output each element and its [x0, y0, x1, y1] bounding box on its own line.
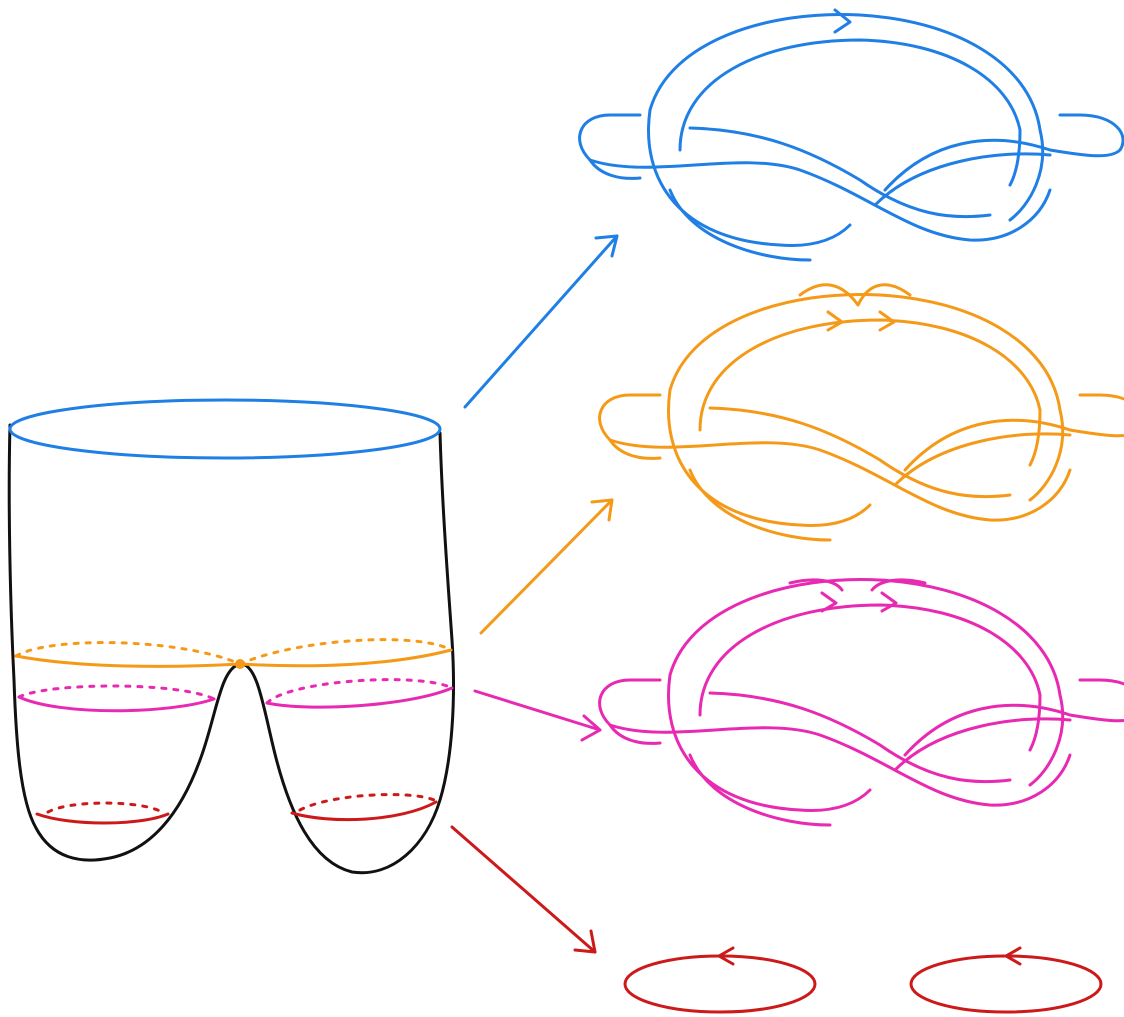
orange-orientation-arrow-left — [826, 310, 844, 332]
red-level-left-front — [35, 812, 170, 825]
magenta-split-right — [870, 578, 927, 592]
red-unknot-left — [623, 954, 817, 1014]
magenta-level-left-front — [17, 695, 216, 713]
blue-orientation-arrow — [833, 8, 852, 34]
orange-arrow — [479, 498, 614, 635]
red-unknot-right — [909, 954, 1103, 1014]
orange-knot — [598, 283, 1124, 542]
red-unknot-left-arrow — [717, 946, 735, 966]
top-boundary-circle — [8, 398, 442, 460]
magenta-level-right-back — [265, 678, 454, 705]
red-level-right-back — [298, 793, 436, 812]
blue-arrow — [463, 234, 619, 409]
level-arrows — [450, 234, 619, 954]
orange-singular-point — [235, 659, 245, 669]
magenta-level-right-front — [265, 686, 454, 709]
magenta-level-left-back — [17, 684, 216, 701]
orange-orientation-arrow-right — [878, 310, 896, 332]
magenta-orientation-arrow-right — [880, 591, 898, 613]
red-level-right-front — [290, 800, 438, 822]
magenta-orientation-arrow-left — [820, 591, 838, 613]
cobordism-surface — [7, 398, 455, 875]
magenta-split-left — [788, 578, 844, 592]
orange-level-front — [14, 648, 453, 668]
red-level-left-back — [46, 801, 164, 814]
red-arrow — [450, 825, 597, 954]
blue-knot — [578, 8, 1124, 262]
red-unknots — [623, 946, 1103, 1014]
magenta-arrow — [473, 689, 602, 742]
red-unknot-right-arrow — [1004, 946, 1022, 966]
magenta-knot — [598, 577, 1124, 827]
orange-pinch — [798, 283, 912, 307]
